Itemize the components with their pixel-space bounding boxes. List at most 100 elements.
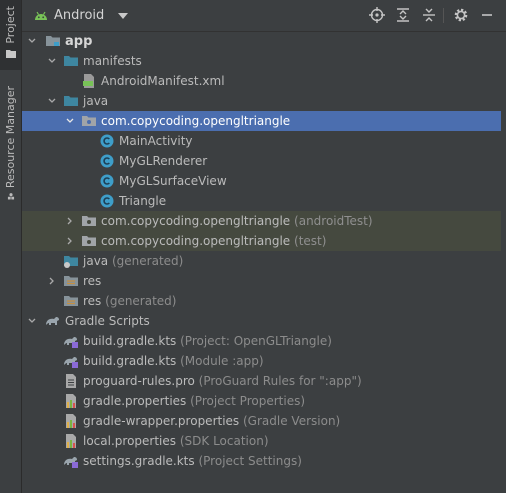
tree-label: MyGLRenderer — [119, 154, 208, 168]
tree-node-my-gl-renderer[interactable]: MyGLRenderer — [22, 151, 501, 171]
chevron-right-icon[interactable] — [66, 237, 74, 245]
text-file-icon — [63, 373, 79, 389]
manifest-file-icon — [81, 73, 97, 89]
resource-folder-icon — [63, 273, 79, 289]
tree-node-package-main[interactable]: com.copycoding.opengltriangle — [22, 111, 501, 131]
gradle-icon — [45, 313, 61, 329]
tree-label: MyGLSurfaceView — [119, 174, 227, 188]
tree-label: gradle-wrapper.properties (Gradle Versio… — [83, 414, 341, 428]
tree-label: build.gradle.kts (Module :app) — [83, 354, 264, 368]
chevron-right-icon[interactable] — [48, 277, 56, 285]
minimize-icon[interactable] — [479, 7, 495, 23]
gradle-kts-icon — [63, 453, 79, 469]
class-icon — [99, 173, 115, 189]
resource-manager-icon — [7, 193, 14, 200]
chevron-down-icon[interactable] — [28, 317, 36, 325]
tree-node-build-gradle-module[interactable]: build.gradle.kts (Module :app) — [22, 351, 501, 371]
gradle-kts-icon — [63, 333, 79, 349]
class-icon — [99, 153, 115, 169]
tree-node-app[interactable]: app — [22, 31, 501, 51]
expand-all-icon[interactable] — [395, 7, 411, 23]
tree-label: settings.gradle.kts (Project Settings) — [83, 454, 302, 468]
collapse-all-icon[interactable] — [421, 7, 437, 23]
resource-manager-tab-label: Resource Manager — [4, 86, 17, 189]
tree-node-java-generated[interactable]: java (generated) — [22, 251, 501, 271]
gear-icon[interactable] — [453, 7, 469, 23]
tool-window-strip: Project Resource Manager — [0, 0, 22, 493]
tree-node-triangle[interactable]: Triangle — [22, 191, 501, 211]
tree-label: build.gradle.kts (Project: OpenGLTriangl… — [83, 334, 332, 348]
tree-hint: (Project: OpenGLTriangle) — [180, 334, 332, 348]
tree-label: com.copycoding.opengltriangle (androidTe… — [101, 214, 373, 228]
properties-file-icon — [63, 433, 79, 449]
package-icon — [81, 233, 97, 249]
tree-hint: (Project Properties) — [190, 394, 306, 408]
tree-label: local.properties (SDK Location) — [83, 434, 269, 448]
module-folder-icon — [45, 33, 61, 49]
tree-node-gradle-scripts[interactable]: Gradle Scripts — [22, 311, 501, 331]
tree-node-manifests[interactable]: manifests — [22, 51, 501, 71]
chevron-right-icon[interactable] — [66, 217, 74, 225]
tree-label: res — [83, 274, 102, 288]
tree-node-res[interactable]: res — [22, 271, 501, 291]
chevron-down-icon[interactable] — [48, 97, 56, 105]
gradle-kts-icon — [63, 353, 79, 369]
tree-node-settings-gradle[interactable]: settings.gradle.kts (Project Settings) — [22, 451, 501, 471]
tree-label: com.copycoding.opengltriangle — [101, 114, 291, 128]
folder-icon — [5, 49, 16, 58]
tree-hint: (Project Settings) — [198, 454, 302, 468]
tree-node-package-test[interactable]: com.copycoding.opengltriangle (test) — [22, 231, 501, 251]
resource-manager-tool-tab[interactable]: Resource Manager — [0, 80, 21, 200]
folder-icon — [63, 93, 79, 109]
view-selector-label[interactable]: Android — [54, 8, 105, 23]
header-divider — [443, 8, 444, 23]
tree-label: res (generated) — [83, 294, 177, 308]
class-icon — [99, 133, 115, 149]
locate-icon[interactable] — [369, 7, 385, 23]
chevron-down-icon[interactable] — [28, 37, 36, 45]
tree-label: com.copycoding.opengltriangle (test) — [101, 234, 327, 248]
tree-label: AndroidManifest.xml — [101, 74, 225, 88]
project-view-header: Android — [22, 0, 506, 32]
tree-node-package-android-test[interactable]: com.copycoding.opengltriangle (androidTe… — [22, 211, 501, 231]
resource-folder-icon — [63, 293, 79, 309]
project-tree: app manifests AndroidManifest.xml java c… — [22, 31, 506, 493]
package-icon — [81, 213, 97, 229]
tree-label: gradle.properties (Project Properties) — [83, 394, 306, 408]
tree-node-main-activity[interactable]: MainActivity — [22, 131, 501, 151]
tree-node-gradle-properties[interactable]: gradle.properties (Project Properties) — [22, 391, 501, 411]
chevron-down-icon[interactable] — [48, 57, 56, 65]
tree-node-my-gl-surface-view[interactable]: MyGLSurfaceView — [22, 171, 501, 191]
tree-hint: (Module :app) — [180, 354, 264, 368]
tree-label: java — [83, 94, 109, 108]
tree-label: manifests — [83, 54, 142, 68]
tree-node-res-generated[interactable]: res (generated) — [22, 291, 501, 311]
tree-hint: (androidTest) — [294, 214, 373, 228]
android-icon — [35, 11, 47, 20]
tree-hint: (generated) — [105, 294, 177, 308]
tree-label: MainActivity — [119, 134, 193, 148]
tree-hint: (SDK Location) — [179, 434, 269, 448]
folder-icon — [63, 53, 79, 69]
tree-node-local-properties[interactable]: local.properties (SDK Location) — [22, 431, 501, 451]
tree-hint: (ProGuard Rules for ":app") — [198, 374, 362, 388]
project-tab-label: Project — [4, 6, 17, 44]
tree-label: proguard-rules.pro (ProGuard Rules for "… — [83, 374, 362, 388]
tree-label: java (generated) — [83, 254, 184, 268]
class-icon — [99, 193, 115, 209]
project-tool-tab[interactable]: Project — [0, 0, 21, 70]
tree-node-java[interactable]: java — [22, 91, 501, 111]
package-icon — [81, 113, 97, 129]
generated-folder-icon — [63, 253, 79, 269]
tree-hint: (test) — [294, 234, 327, 248]
tree-label: Gradle Scripts — [65, 314, 150, 328]
chevron-down-icon[interactable] — [66, 117, 74, 125]
tree-hint: (generated) — [111, 254, 184, 268]
tree-node-gradle-wrapper[interactable]: gradle-wrapper.properties (Gradle Versio… — [22, 411, 501, 431]
tree-node-android-manifest[interactable]: AndroidManifest.xml — [22, 71, 501, 91]
chevron-down-icon[interactable] — [118, 12, 129, 19]
properties-file-icon — [63, 413, 79, 429]
tree-node-proguard[interactable]: proguard-rules.pro (ProGuard Rules for "… — [22, 371, 501, 391]
tree-label: app — [65, 33, 93, 49]
tree-node-build-gradle-project[interactable]: build.gradle.kts (Project: OpenGLTriangl… — [22, 331, 501, 351]
